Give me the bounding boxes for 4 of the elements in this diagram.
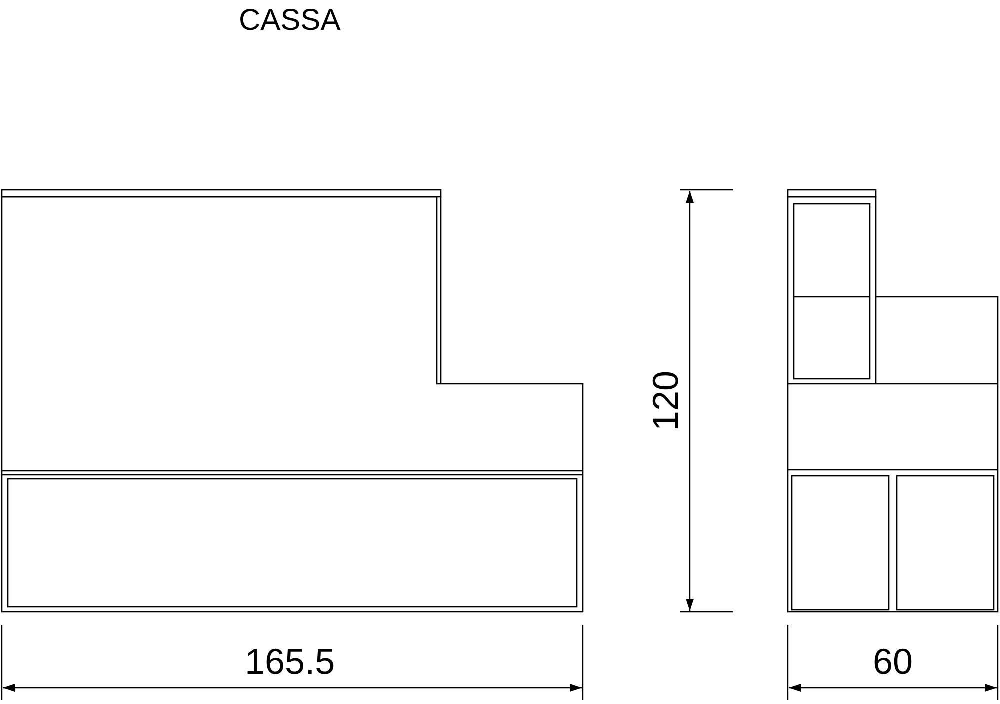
drawing-title: CASSA xyxy=(239,6,341,36)
dimension-label: 120 xyxy=(648,371,684,432)
dimension-label: 60 xyxy=(873,644,914,680)
dimension-label: 165.5 xyxy=(245,644,336,680)
